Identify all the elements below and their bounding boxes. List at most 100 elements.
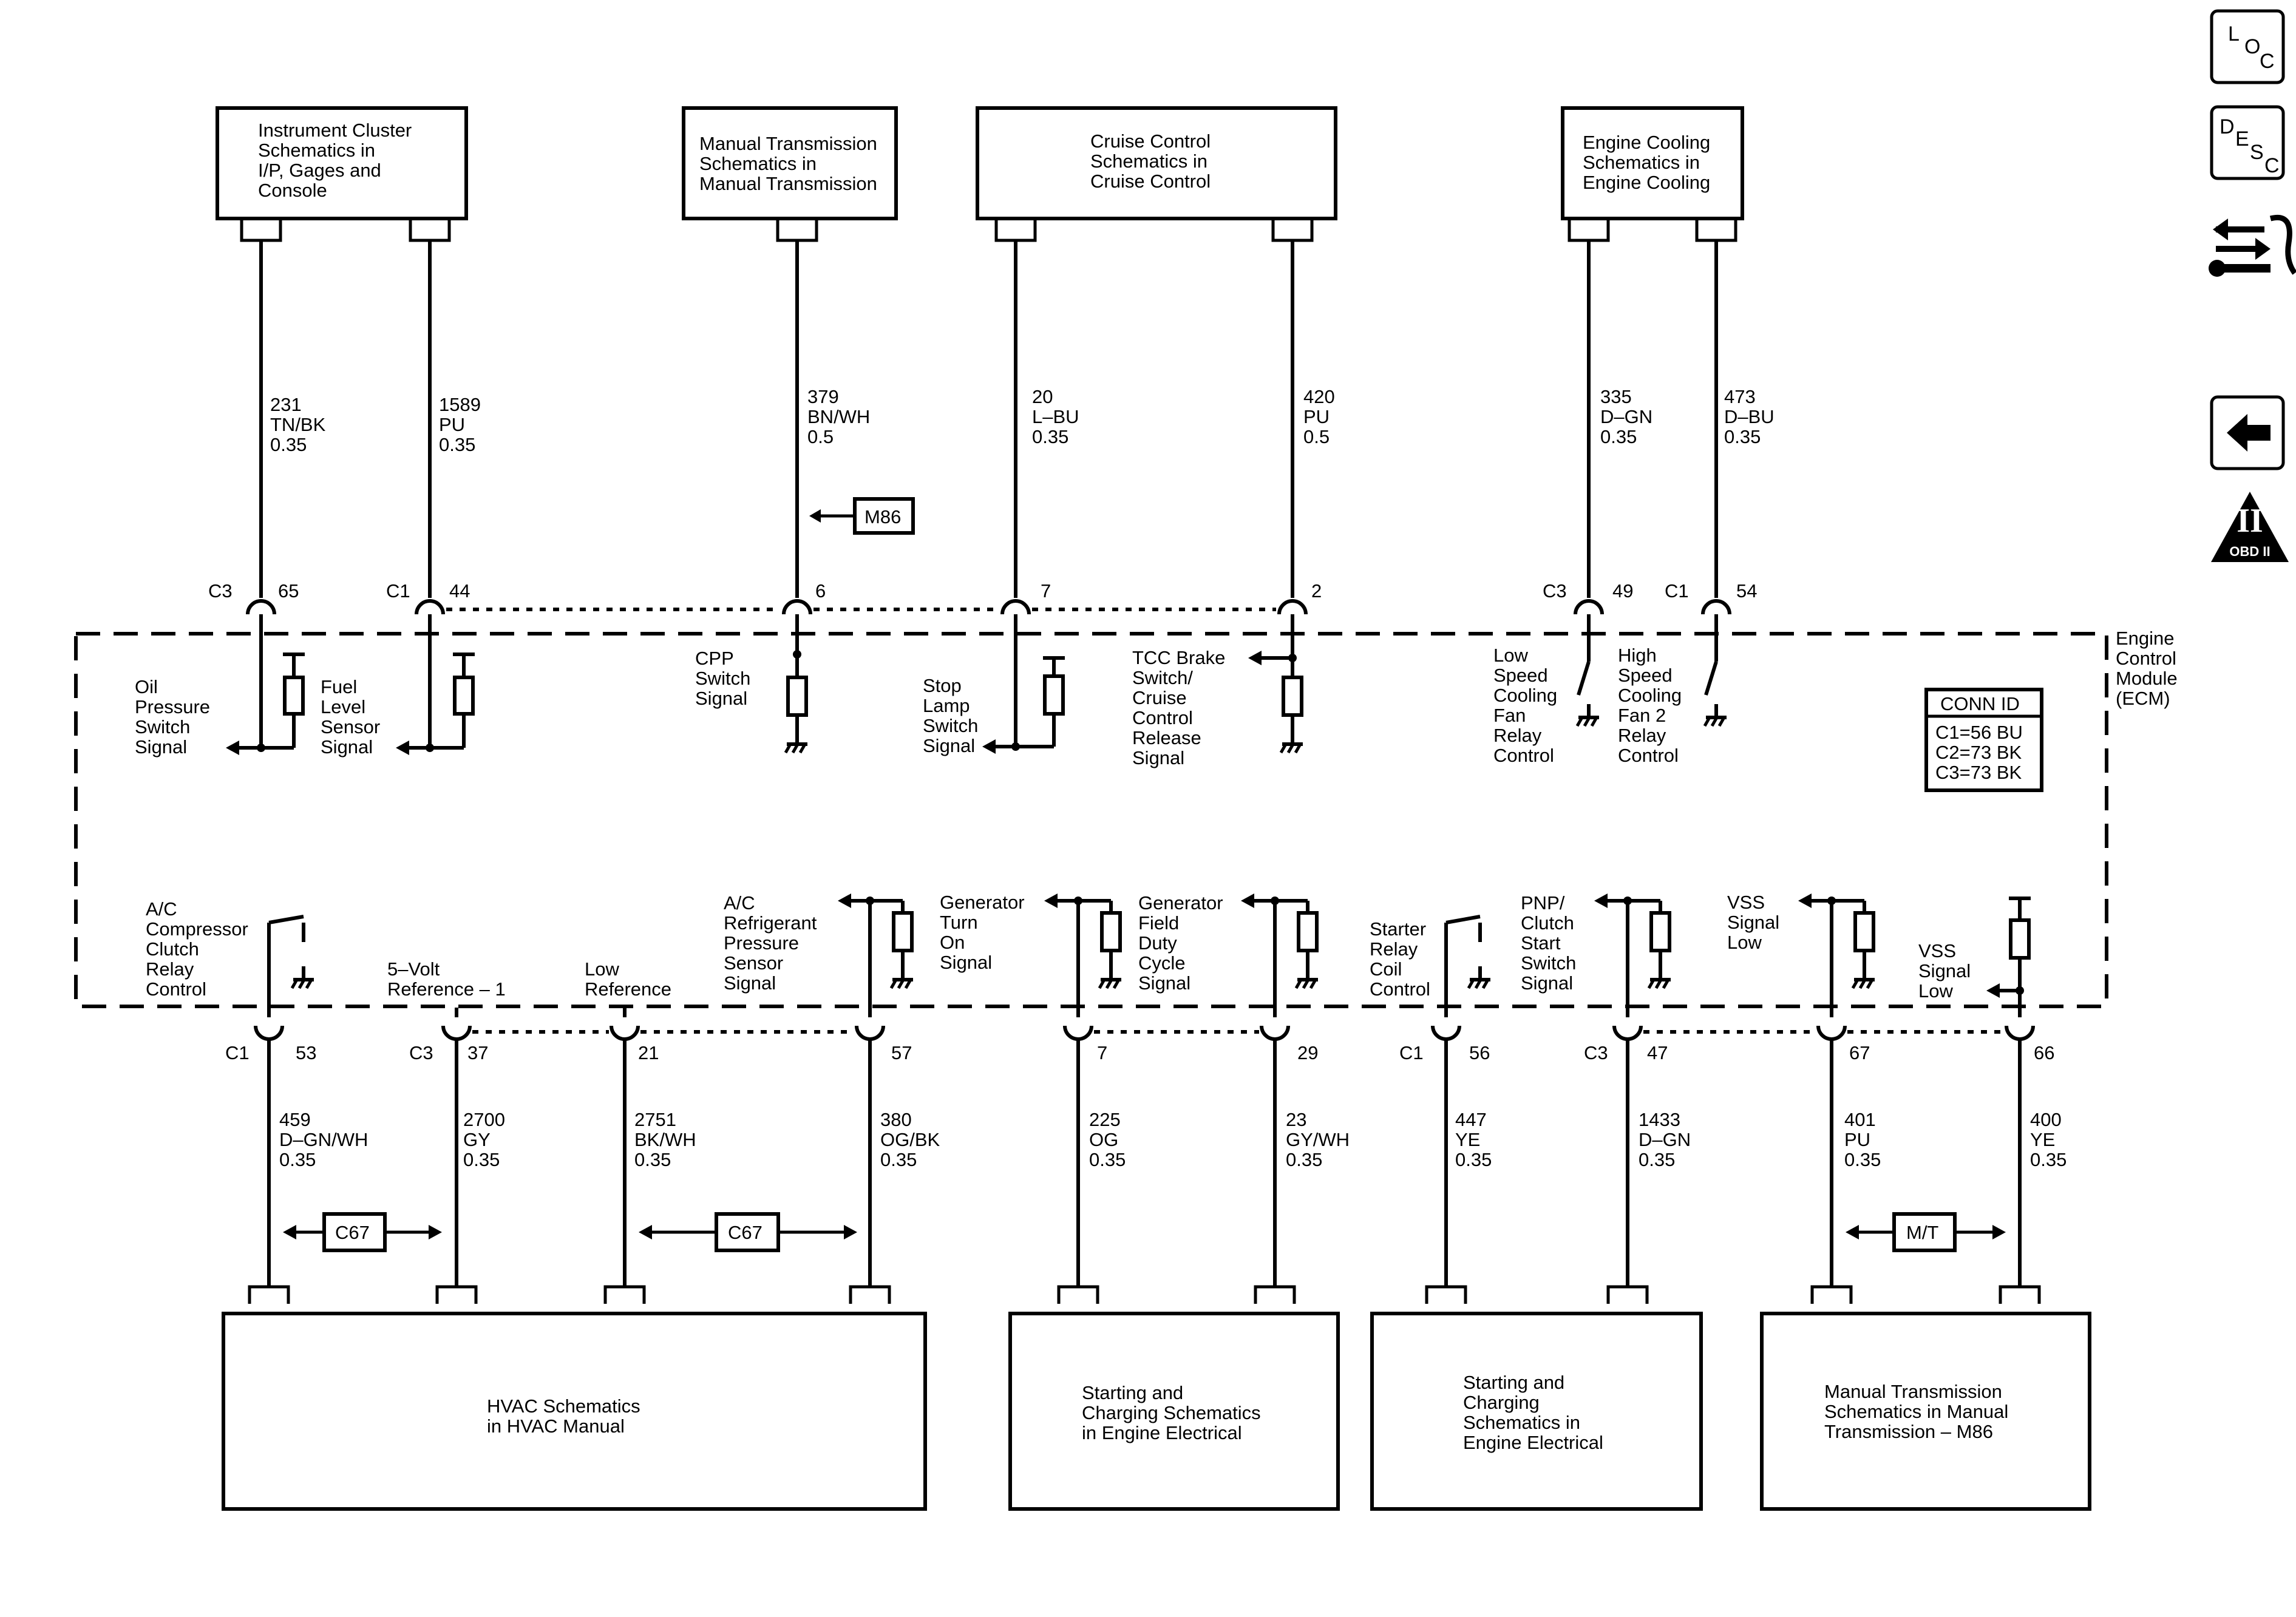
tag-c67-right[interactable]: C67 bbox=[639, 1212, 857, 1252]
svg-text:C2=73 BK: C2=73 BK bbox=[1935, 742, 2022, 763]
svg-text:YE: YE bbox=[2030, 1129, 2055, 1150]
svg-text:C67: C67 bbox=[728, 1222, 763, 1243]
signal-label-vss-1: VSS Signal Low bbox=[1727, 892, 1779, 953]
svg-text:2700: 2700 bbox=[463, 1109, 505, 1130]
svg-text:C: C bbox=[2264, 154, 2280, 177]
signal-label-high-fan: High Speed Cooling Fan 2 Relay Control bbox=[1618, 645, 1682, 766]
svg-text:C1=56 BU: C1=56 BU bbox=[1935, 722, 2023, 743]
svg-text:66: 66 bbox=[2034, 1042, 2054, 1063]
svg-text:C3: C3 bbox=[1543, 580, 1567, 602]
svg-text:Switch/: Switch/ bbox=[1132, 667, 1193, 688]
svg-text:Control: Control bbox=[146, 978, 206, 1000]
svg-text:20: 20 bbox=[1032, 386, 1053, 407]
conn-id-table: CONN ID C1=56 BU C2=73 BK C3=73 BK bbox=[1924, 688, 2043, 792]
top-connector-cups bbox=[246, 599, 1731, 615]
svg-text:Signal: Signal bbox=[940, 952, 992, 973]
obd-ii-icon[interactable]: II OBD II bbox=[2211, 492, 2289, 562]
wire-label-380: 380 OG/BK 0.35 bbox=[880, 1109, 940, 1170]
svg-text:O: O bbox=[2244, 35, 2260, 58]
repair-procedure-icon[interactable] bbox=[2209, 215, 2296, 277]
svg-text:Engine Electrical: Engine Electrical bbox=[1463, 1432, 1603, 1453]
svg-text:Lamp: Lamp bbox=[923, 695, 970, 716]
svg-text:Cooling: Cooling bbox=[1618, 685, 1682, 706]
svg-text:Generator: Generator bbox=[940, 892, 1025, 913]
svg-text:TCC Brake: TCC Brake bbox=[1132, 647, 1225, 668]
svg-text:TN/BK: TN/BK bbox=[270, 414, 326, 435]
box-text: Schematics in bbox=[1090, 151, 1207, 172]
wire-label-400: 400 YE 0.35 bbox=[2030, 1109, 2067, 1170]
top-pin-labels: C3 65 C1 44 6 7 2 C3 49 C1 54 bbox=[208, 580, 1757, 602]
svg-text:Manual Transmission: Manual Transmission bbox=[1824, 1381, 2002, 1402]
svg-text:5–Volt: 5–Volt bbox=[387, 958, 440, 980]
wire-label-473: 473 D–BU 0.35 bbox=[1724, 386, 1775, 447]
desc-button[interactable]: D E S C bbox=[2210, 105, 2285, 180]
svg-text:M/T: M/T bbox=[1906, 1222, 1938, 1243]
svg-text:Reference – 1: Reference – 1 bbox=[387, 978, 506, 1000]
svg-text:PNP/: PNP/ bbox=[1521, 892, 1565, 914]
box-text: Manual Transmission bbox=[699, 173, 877, 194]
wire-label-335: 335 D–GN 0.35 bbox=[1600, 386, 1652, 447]
svg-text:Schematics in: Schematics in bbox=[1463, 1412, 1580, 1433]
svg-text:37: 37 bbox=[467, 1042, 488, 1063]
box-text: Schematics in bbox=[258, 140, 375, 161]
wire-label-20: 20 L–BU 0.35 bbox=[1032, 386, 1079, 447]
svg-text:Low: Low bbox=[1918, 980, 1953, 1002]
signal-label-gen-field: Generator Field Duty Cycle Signal bbox=[1138, 892, 1223, 994]
loc-button[interactable]: L O C bbox=[2210, 9, 2285, 84]
box-text: Cruise Control bbox=[1090, 131, 1211, 152]
svg-text:Speed: Speed bbox=[1493, 665, 1548, 686]
svg-text:S: S bbox=[2250, 141, 2264, 164]
wire-label-1589: 1589 PU 0.35 bbox=[439, 394, 481, 455]
svg-text:Turn: Turn bbox=[940, 912, 978, 933]
svg-text:Signal: Signal bbox=[1521, 972, 1573, 994]
svg-text:D–GN: D–GN bbox=[1639, 1129, 1691, 1150]
svg-text:401: 401 bbox=[1844, 1109, 1876, 1130]
svg-text:23: 23 bbox=[1286, 1109, 1306, 1130]
svg-text:A/C: A/C bbox=[146, 898, 177, 920]
box-text: Instrument Cluster bbox=[258, 120, 412, 141]
svg-text:473: 473 bbox=[1724, 386, 1756, 407]
circuit-ac-relay bbox=[267, 915, 314, 1017]
wire-label-225: 225 OG 0.35 bbox=[1089, 1109, 1126, 1170]
signal-label-pnp: PNP/ Clutch Start Switch Signal bbox=[1521, 892, 1576, 994]
svg-text:Refrigerant: Refrigerant bbox=[724, 912, 817, 934]
svg-text:Relay: Relay bbox=[1493, 725, 1542, 746]
circuit-high-fan bbox=[1703, 614, 1727, 727]
tag-mt[interactable]: M/T bbox=[1846, 1212, 2006, 1252]
svg-text:1433: 1433 bbox=[1639, 1109, 1680, 1130]
circuit-gen-turn-on bbox=[1044, 893, 1122, 1017]
tag-c67-left[interactable]: C67 bbox=[283, 1212, 442, 1252]
svg-text:II: II bbox=[2237, 502, 2263, 540]
svg-text:6: 6 bbox=[815, 580, 826, 602]
svg-text:in HVAC Manual: in HVAC Manual bbox=[487, 1415, 625, 1437]
bottom-box-terminals bbox=[248, 1285, 2041, 1304]
wire-label-2751: 2751 BK/WH 0.35 bbox=[634, 1109, 696, 1170]
svg-text:Fuel: Fuel bbox=[321, 676, 357, 697]
tag-m86[interactable]: M86 bbox=[809, 497, 915, 535]
svg-text:Speed: Speed bbox=[1618, 665, 1673, 686]
svg-text:D–GN: D–GN bbox=[1600, 406, 1652, 427]
box-engine-cooling: Engine Cooling Schematics in Engine Cool… bbox=[1561, 106, 1744, 220]
svg-text:49: 49 bbox=[1612, 580, 1633, 602]
svg-text:On: On bbox=[940, 932, 965, 953]
svg-text:Signal: Signal bbox=[923, 735, 975, 756]
svg-text:0.35: 0.35 bbox=[880, 1149, 917, 1170]
svg-text:0.35: 0.35 bbox=[1600, 426, 1637, 447]
svg-text:Oil: Oil bbox=[135, 676, 158, 697]
svg-text:447: 447 bbox=[1455, 1109, 1487, 1130]
svg-text:HVAC Schematics: HVAC Schematics bbox=[487, 1395, 640, 1417]
svg-text:Level: Level bbox=[321, 696, 365, 717]
signal-label-gen-turn-on: Generator Turn On Signal bbox=[940, 892, 1025, 973]
svg-text:Cruise: Cruise bbox=[1132, 687, 1187, 708]
signal-label-starter: Starter Relay Coil Control bbox=[1370, 918, 1430, 1000]
svg-text:C: C bbox=[2260, 50, 2275, 73]
svg-text:Switch: Switch bbox=[695, 668, 750, 689]
svg-text:Sensor: Sensor bbox=[321, 716, 380, 737]
svg-text:Signal: Signal bbox=[724, 972, 776, 994]
svg-text:57: 57 bbox=[891, 1042, 912, 1063]
back-arrow-button[interactable] bbox=[2210, 395, 2285, 470]
circuit-vss-66 bbox=[1986, 897, 2031, 1017]
svg-text:Pressure: Pressure bbox=[724, 932, 799, 954]
circuit-stop-lamp bbox=[982, 614, 1065, 754]
svg-text:C3: C3 bbox=[409, 1042, 433, 1063]
